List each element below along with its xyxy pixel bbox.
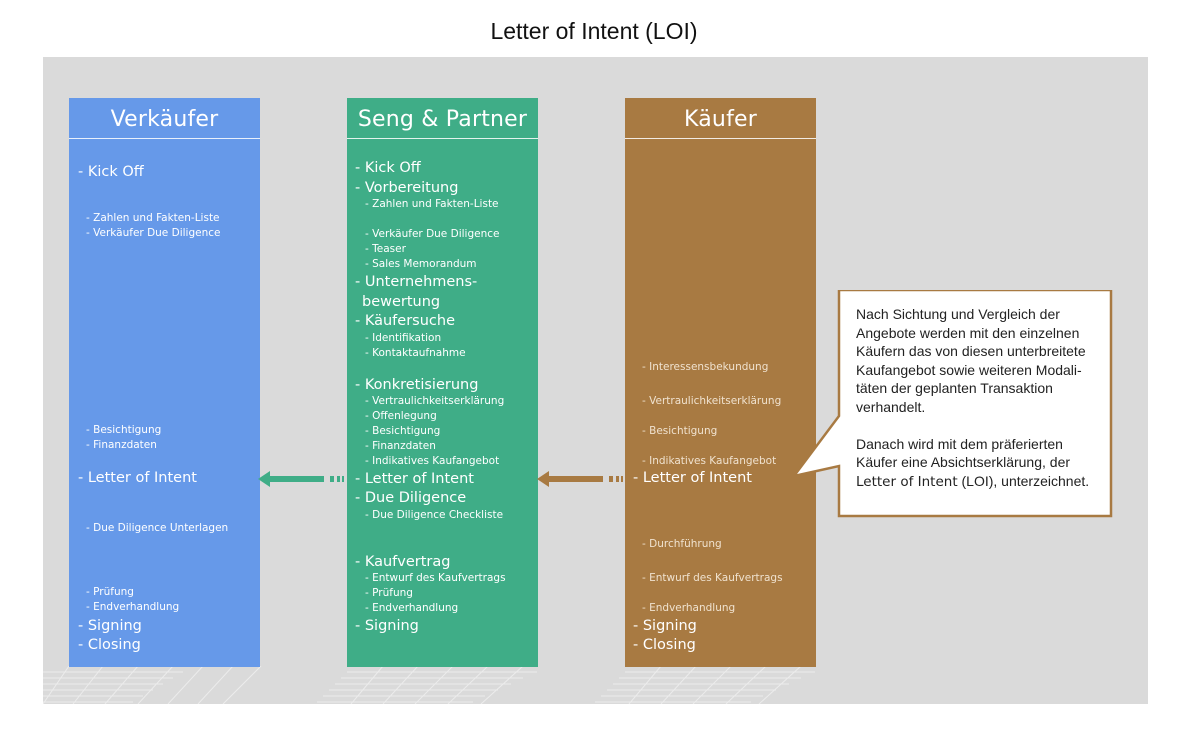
sub-step-item: - Entwurf des Kaufvertrags: [365, 572, 506, 584]
callout-text: Nach Sichtung und Vergleich der Angebote…: [856, 305, 1106, 510]
phase-item: - Kaufvertrag: [355, 554, 451, 570]
sub-step-item: - Due Diligence Unterlagen: [86, 522, 229, 534]
column-buyer: Käufer - Interessensbekundung - Vertrauli…: [625, 98, 816, 667]
sub-step-item: - Prüfung: [365, 587, 413, 599]
callout-loi-highlight: Letter of Intent: [856, 473, 958, 490]
column-buyer-items: - Interessensbekundung - Vertraulichkeits…: [625, 98, 816, 667]
phase-item: - Vorbereitung: [355, 180, 459, 196]
phase-item: bewertung: [362, 294, 441, 310]
sub-step-item: - Kontaktaufnahme: [365, 347, 466, 359]
phase-item: - Unternehmens-: [355, 274, 478, 290]
sub-step-item: - Besichtigung: [365, 425, 441, 437]
sub-step-item: - Prüfung: [86, 586, 134, 598]
sub-step-item: - Indikatives Kaufangebot: [642, 455, 777, 467]
phase-item: - Käufersuche: [355, 313, 455, 329]
sub-step-item: - Vertraulichkeitserklärung: [365, 395, 505, 407]
phase-item: - Signing: [355, 618, 419, 634]
page-title: Letter of Intent (LOI): [490, 18, 698, 44]
column-seller-items: - Kick Off - Zahlen und Fakten-Liste - Ver…: [69, 98, 260, 667]
sub-step-item: - Zahlen und Fakten-Liste: [86, 212, 220, 224]
sub-step-item: - Identifikation: [365, 332, 442, 344]
sub-step-item: - Zahlen und Fakten-Liste: [365, 198, 499, 210]
sub-step-item: - Indikatives Kaufangebot: [365, 455, 500, 467]
callout-bubble: [790, 290, 1113, 518]
phase-item: - Konkretisierung: [355, 377, 479, 393]
column-buyer-divider: [625, 138, 816, 139]
sub-step-item: - Finanzdaten: [86, 439, 157, 451]
callout-paragraph-2: Danach wird mit dem präferierten Käufer …: [856, 435, 1106, 492]
green-arrow-left: [258, 471, 344, 487]
phase-item: - Signing: [633, 618, 697, 634]
sub-step-item: - Endverhandlung: [365, 602, 459, 614]
sub-step-item: - Due Diligence Checkliste: [365, 509, 504, 521]
phase-item: - Signing: [78, 618, 142, 634]
phase-item: - Kick Off: [78, 164, 144, 180]
callout-paragraph-1: Nach Sichtung und Vergleich der Angebote…: [856, 306, 1086, 415]
phase-item: - Letter of Intent: [78, 470, 197, 486]
sub-step-item: - Finanzdaten: [365, 440, 436, 452]
column-seller-divider: [69, 138, 260, 139]
sub-step-item: - Sales Memorandum: [365, 258, 477, 270]
sub-step-item: - Offenlegung: [365, 410, 437, 422]
sub-step-item: - Verkäufer Due Diligence: [86, 227, 221, 239]
sub-step-item: - Teaser: [365, 243, 406, 255]
brown-arrow-left: [537, 471, 623, 487]
sub-step-item: - Entwurf des Kaufvertrags: [642, 572, 783, 584]
sub-step-item: - Endverhandlung: [642, 602, 736, 614]
phase-item: - Letter of Intent: [355, 471, 474, 487]
sub-step-item: - Endverhandlung: [86, 601, 180, 613]
floor-perspective-lines: [43, 666, 815, 704]
phase-item: - Closing: [78, 637, 141, 653]
column-seller: Verkäufer - Kick Off - Zahlen und Fakten-…: [69, 98, 260, 667]
sub-step-item: - Besichtigung: [86, 424, 162, 436]
phase-item: - Kick Off: [355, 160, 421, 176]
sub-step-item: - Vertraulichkeitserklärung: [642, 395, 782, 407]
column-buyer-title: Käufer: [684, 107, 757, 132]
column-advisor-title: Seng & Partner: [357, 107, 528, 132]
phase-item: - Due Diligence: [355, 490, 467, 506]
callout-paragraph-2-start: Danach wird mit dem präferierten Käufer …: [856, 435, 1071, 471]
sub-step-item: - Besichtigung: [642, 425, 718, 437]
phase-item: - Closing: [633, 637, 696, 653]
column-advisor-divider: [347, 138, 538, 139]
callout-paragraph-2-end: (LOI), unterzeichnet.: [957, 472, 1090, 489]
sub-step-item: - Interessensbekundung: [642, 361, 769, 373]
column-advisor: Seng & Partner - Kick Off- Vorbereitung-…: [347, 98, 538, 667]
sub-step-item: - Verkäufer Due Diligence: [365, 228, 500, 240]
phase-item: - Letter of Intent: [633, 470, 752, 486]
column-seller-title: Verkäufer: [110, 107, 219, 132]
sub-step-item: - Durchführung: [642, 538, 722, 550]
column-advisor-items: - Kick Off - Vorbereitung - Zahlen und Fak…: [347, 98, 538, 667]
